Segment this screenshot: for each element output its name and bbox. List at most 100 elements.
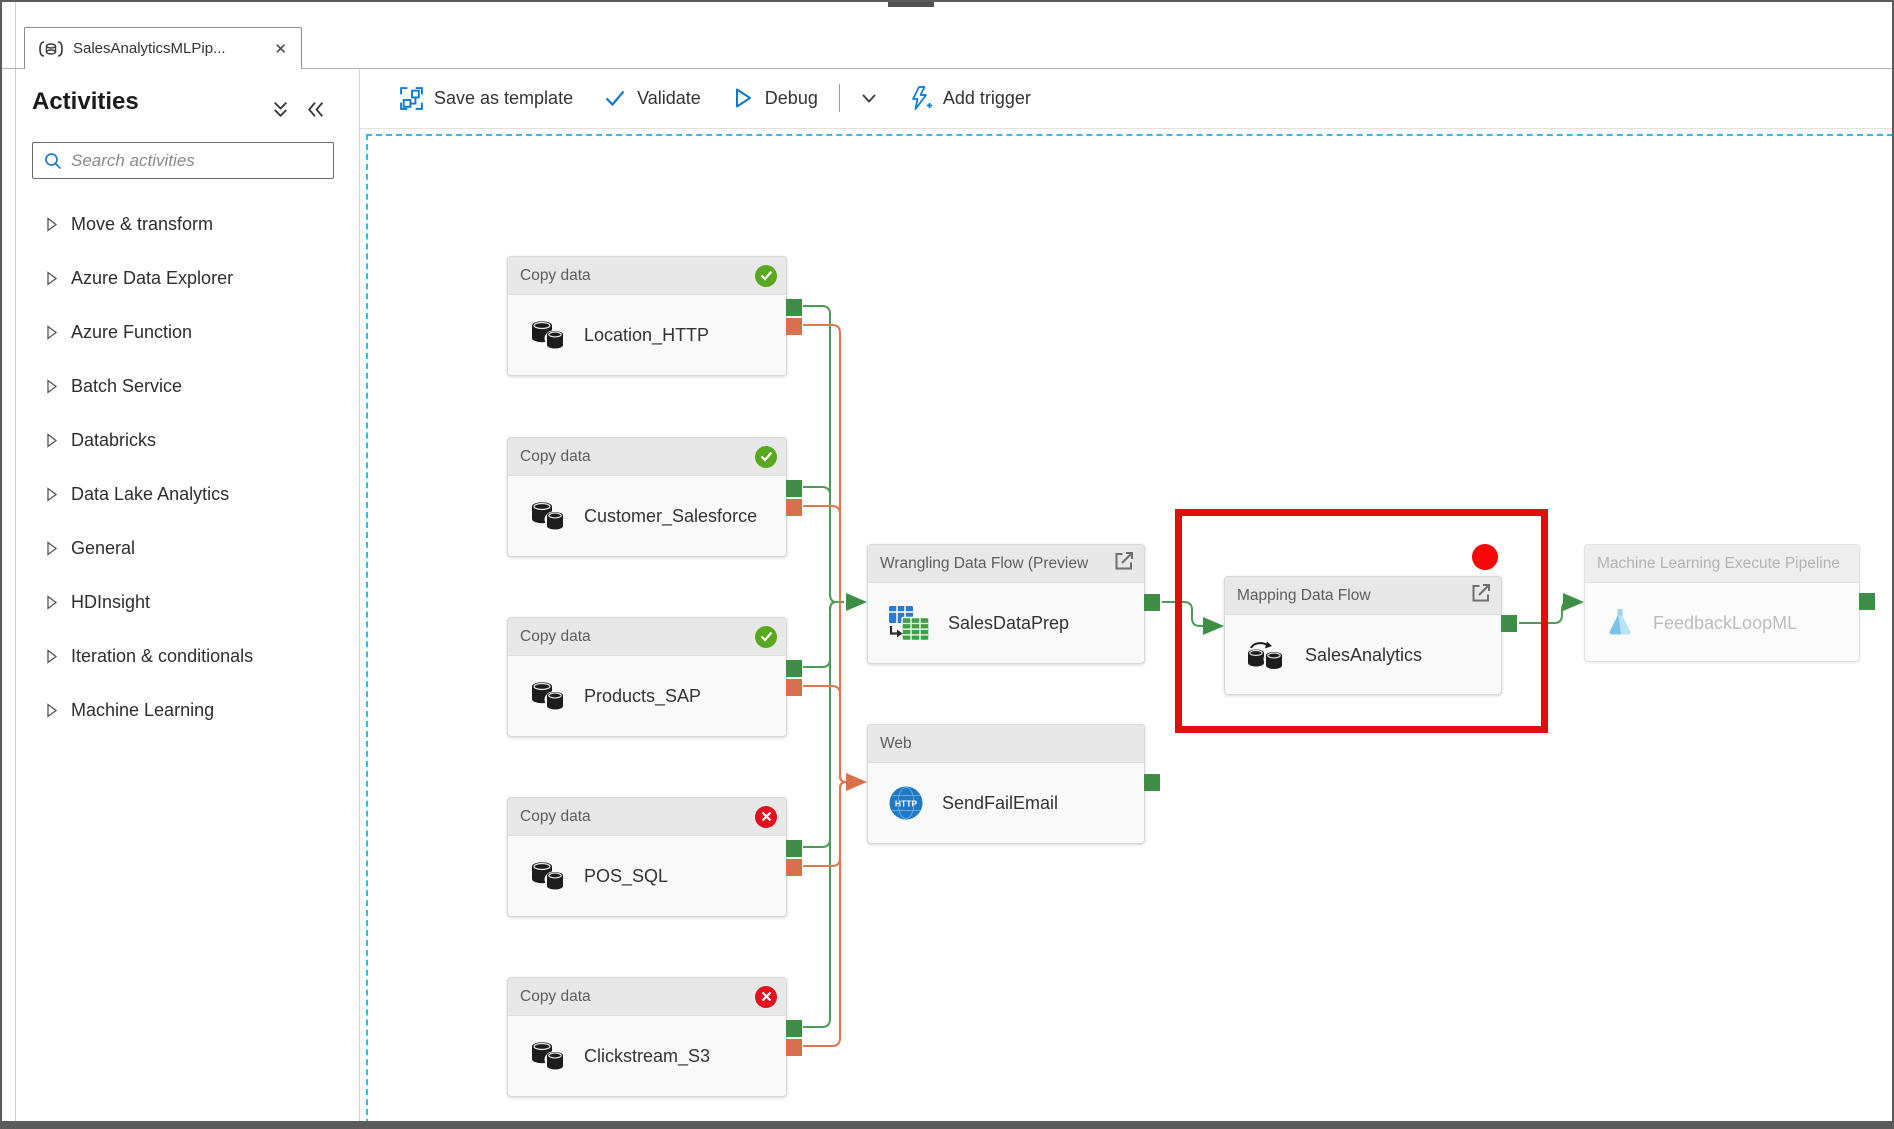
node-type-label: Wrangling Data Flow (Preview [880,554,1089,572]
node-name-label: SalesAnalytics [1305,644,1423,665]
sidebar-item-label: HDInsight [71,591,151,612]
sidebar-item-label: Azure Data Explorer [71,267,234,288]
expander-icon [47,378,58,394]
copy-data-icon [532,682,566,710]
sidebar-item-label: General [71,537,136,558]
success-output-port[interactable] [1144,594,1160,611]
debug-options-chevron[interactable] [846,69,892,127]
node-name-label: Customer_Salesforce [584,505,758,526]
error-badge-icon [755,805,777,828]
activity-node-products-sap[interactable]: Copy data Products_SAP [507,617,802,737]
node-name-label: Clickstream_S3 [584,1045,711,1066]
collapse-all-icon[interactable] [270,99,291,125]
activities-title: Activities [32,88,139,115]
node-type-label: Copy data [520,447,591,465]
debug-label: Debug [764,87,818,108]
tab-title: SalesAnalyticsMLPip... [73,40,226,57]
expander-icon [47,594,58,610]
open-in-new-icon[interactable] [1113,550,1135,577]
success-output-port[interactable] [786,480,802,497]
activity-node-salesdataprep[interactable]: Wrangling Data Flow (Preview SalesDataPr… [867,544,1160,664]
ml-flask-icon [1609,609,1631,635]
sidebar-item-azure-data-explorer[interactable]: Azure Data Explorer [32,256,342,300]
node-type-label: Mapping Data Flow [1237,586,1371,604]
sidebar-item-data-lake-analytics[interactable]: Data Lake Analytics [32,472,342,516]
sidebar-item-hdinsight[interactable]: HDInsight [32,580,342,624]
open-in-new-icon[interactable] [1470,582,1492,609]
tabbar-divider [2,68,1892,69]
sidebar-item-label: Data Lake Analytics [71,483,230,504]
sidebar-item-label: Databricks [71,429,157,450]
save-as-template-icon [400,86,423,110]
success-output-port[interactable] [1501,615,1517,632]
chevron-down-icon [862,94,876,103]
node-name-label: POS_SQL [584,865,669,886]
save-as-template-button[interactable]: Save as template [384,69,588,127]
sidebar-item-general[interactable]: General [32,526,342,570]
copy-data-icon [532,502,566,530]
http-web-icon: HTTP [889,786,923,820]
expander-icon [47,270,58,286]
node-type-label: Web [880,734,912,752]
sidebar-item-move-transform[interactable]: Move & transform [32,202,342,246]
tab-close-icon[interactable]: ✕ [274,40,287,58]
node-name-label: Location_HTTP [584,324,710,345]
success-output-port[interactable] [786,299,802,316]
validate-check-icon [605,90,625,107]
failure-output-port[interactable] [786,318,802,335]
activities-search[interactable] [32,142,334,179]
expander-icon [47,432,58,448]
sidebar-item-iteration-conditionals[interactable]: Iteration & conditionals [32,634,342,678]
sidebar-item-azure-function[interactable]: Azure Function [32,310,342,354]
add-trigger-lightning-icon [911,85,932,110]
failure-output-port[interactable] [786,1039,802,1056]
expander-icon [47,324,58,340]
pipeline-tab[interactable]: SalesAnalyticsMLPip... ✕ [24,27,302,69]
failure-output-port[interactable] [786,499,802,516]
search-input[interactable] [71,150,325,171]
success-output-port[interactable] [786,1020,802,1037]
copy-data-icon [532,862,566,890]
validate-button[interactable]: Validate [588,69,716,127]
expander-icon [47,216,58,232]
sidebar-item-label: Azure Function [71,321,193,342]
toolbar-separator [838,84,840,112]
success-output-port[interactable] [1859,593,1875,610]
toolbar-divider [360,128,1892,129]
sidebar-divider [359,69,360,1125]
activity-node-customer-salesforce[interactable]: Copy data Customer_Salesforce [507,437,802,557]
failure-output-port[interactable] [786,859,802,876]
add-trigger-label: Add trigger [942,87,1031,108]
add-trigger-button[interactable]: Add trigger [892,69,1046,127]
failure-output-port[interactable] [786,679,802,696]
success-output-port[interactable] [786,660,802,677]
node-type-label: Machine Learning Execute Pipeline [1597,554,1840,572]
save-as-template-label: Save as template [434,87,574,108]
expander-icon [47,486,58,502]
success-badge-icon [755,445,777,468]
activity-node-clickstream-s3[interactable]: Copy data Clickstream_S3 [507,977,802,1097]
node-name-label: FeedbackLoopML [1653,612,1798,633]
debug-button[interactable]: Debug [716,69,833,127]
sidebar-item-machine-learning[interactable]: Machine Learning [32,688,342,732]
copy-data-icon [532,1042,566,1070]
activity-node-salesanalytics[interactable]: Mapping Data Flow SalesAnalytics [1224,576,1517,695]
success-output-port[interactable] [1144,774,1160,791]
window-handle [888,2,934,7]
activity-node-feedbackloopml[interactable]: Machine Learning Execute Pipeline Feedba… [1584,544,1875,662]
collapse-panel-icon[interactable] [305,99,326,125]
success-output-port[interactable] [786,840,802,857]
node-type-label: Copy data [520,807,591,825]
activity-node-sendfailemail[interactable]: Web HTTP SendFailEmail [867,724,1160,844]
search-icon [45,152,62,169]
sidebar-item-databricks[interactable]: Databricks [32,418,342,462]
node-type-label: Copy data [520,266,591,284]
pipeline-icon [39,40,63,57]
activity-node-location-http[interactable]: Copy data Location_HTTP [507,256,802,376]
sidebar-item-batch-service[interactable]: Batch Service [32,364,342,408]
activity-node-pos-sql[interactable]: Copy data POS_SQL [507,797,802,917]
node-type-label: Copy data [520,627,591,645]
sidebar-item-label: Move & transform [71,213,214,234]
node-type-label: Copy data [520,987,591,1005]
